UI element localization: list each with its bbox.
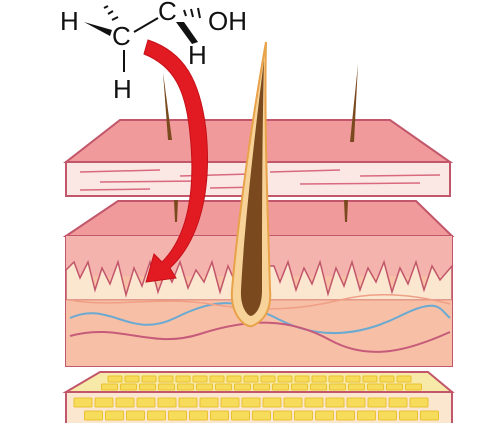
fat-cell [273, 410, 292, 421]
fat-cell [199, 397, 219, 408]
atom-c-left: C [112, 21, 131, 51]
fat-cell [336, 410, 355, 421]
fat-cell [252, 410, 271, 421]
fat-cell [272, 383, 289, 391]
fat-cell [378, 410, 397, 421]
fat-cell [367, 397, 387, 408]
atom-h-left: H [60, 6, 79, 36]
fat-cell [294, 375, 310, 383]
fat-cell [234, 383, 251, 391]
fat-cell [348, 383, 365, 391]
fat-cell [124, 375, 140, 383]
epidermis-layer [63, 64, 454, 197]
fat-cell [367, 383, 384, 391]
fat-cell [345, 375, 361, 383]
fat-cell [126, 410, 145, 421]
fat-cell [177, 383, 194, 391]
fat-cell [168, 410, 187, 421]
blood-vessel [69, 302, 451, 335]
fat-cell [178, 397, 198, 408]
fat-cell [260, 375, 276, 383]
fat-cell [294, 410, 313, 421]
fat-cell [157, 397, 177, 408]
fat-cell [409, 397, 429, 408]
fat-cell [304, 397, 324, 408]
fat-cell [311, 375, 327, 383]
short-hair-left [174, 200, 178, 222]
fat-cell [277, 375, 293, 383]
fat-cell [226, 375, 242, 383]
fat-cell [310, 383, 327, 391]
fat-cell [315, 410, 334, 421]
fat-cell [328, 375, 344, 383]
hair-follicle [230, 41, 272, 328]
fat-cell [243, 375, 259, 383]
fat-cell [291, 383, 308, 391]
fat-cell [357, 410, 376, 421]
fat-cell [420, 410, 439, 421]
fat-cell [147, 410, 166, 421]
fat-cell [175, 375, 191, 383]
fat-cell [105, 410, 124, 421]
fat-cell [192, 375, 208, 383]
fat-cell [405, 383, 422, 391]
atom-h-right: H [188, 40, 207, 70]
hair-strand-right [350, 64, 358, 142]
wedge-bond-left [84, 22, 112, 36]
fat-cell [283, 397, 303, 408]
fat-cell [107, 375, 123, 383]
fat-layer [62, 371, 455, 423]
fat-cell [136, 397, 156, 408]
fat-cell [396, 375, 412, 383]
fat-cell [139, 383, 156, 391]
atom-h-bottom: H [113, 74, 132, 104]
atom-c-right: C [158, 0, 177, 26]
fat-cell [241, 397, 261, 408]
atom-oh: OH [208, 6, 247, 36]
fat-cell [141, 375, 157, 383]
fat-cell [379, 375, 395, 383]
fat-cell [253, 383, 270, 391]
fat-cell [158, 375, 174, 383]
fat-cell [196, 383, 213, 391]
fat-cell [346, 397, 366, 408]
hashed-bond-top [103, 5, 119, 21]
fat-cell [386, 383, 403, 391]
short-hair-right [344, 200, 348, 222]
fat-cell [231, 410, 250, 421]
penetration-arrow [143, 39, 208, 283]
hashed-bond-oh [183, 7, 201, 19]
nerve-fiber [69, 321, 451, 353]
fat-cell [189, 410, 208, 421]
ethanol-molecule: H C C OH H H [60, 0, 247, 104]
fat-cell [362, 375, 378, 383]
fat-cell [209, 375, 225, 383]
wedge-bond-right [176, 22, 198, 44]
fat-cell [262, 397, 282, 408]
fat-cell [388, 397, 408, 408]
fat-cell [120, 383, 137, 391]
cc-bond [133, 17, 159, 33]
fat-cell [329, 383, 346, 391]
hair-strand-left [163, 72, 172, 140]
fat-cell [73, 397, 93, 408]
fat-cells [73, 375, 439, 421]
fat-cell [101, 383, 118, 391]
fat-cell [325, 397, 345, 408]
fat-cell [210, 410, 229, 421]
fat-cell [215, 383, 232, 391]
fat-cell [84, 410, 103, 421]
fat-cell [158, 383, 175, 391]
fat-cell [115, 397, 135, 408]
fat-cell [220, 397, 240, 408]
fat-cell [399, 410, 418, 421]
fat-cell [94, 397, 114, 408]
